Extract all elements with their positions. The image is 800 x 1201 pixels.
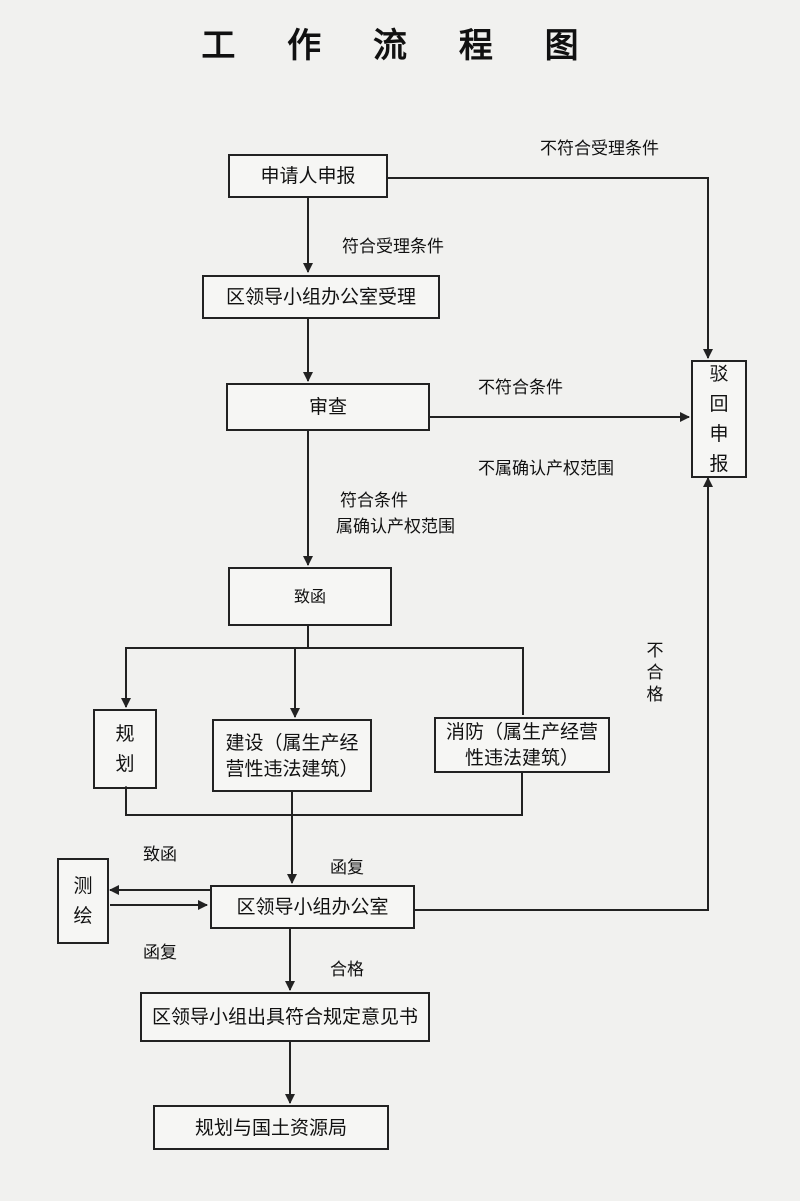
node-review: 审查 — [226, 383, 430, 431]
label-qualified: 合格 — [330, 960, 364, 980]
label-meet: 符合条件 — [340, 491, 408, 511]
label-meet-acceptance: 符合受理条件 — [342, 237, 444, 257]
label-not-meet: 不符合条件 — [478, 378, 563, 398]
node-reject: 驳回申报 — [691, 360, 747, 478]
label-reply-2: 函复 — [143, 943, 177, 963]
node-construction: 建设（属生产经营性违法建筑） — [212, 719, 372, 792]
label-unqualified: 不合格 — [646, 641, 664, 705]
node-office: 区领导小组办公室 — [210, 885, 415, 929]
node-bureau: 规划与国土资源局 — [153, 1105, 389, 1150]
node-planning: 规划 — [93, 709, 157, 789]
branch-bar — [125, 647, 524, 715]
label-reply-1: 函复 — [330, 858, 364, 878]
label-not-scope: 不属确认产权范围 — [478, 459, 614, 479]
label-in-scope: 属确认产权范围 — [336, 517, 455, 537]
arrow-not-meet-acceptance — [386, 177, 713, 359]
node-opinion: 区领导小组出具符合规定意见书 — [140, 992, 430, 1042]
label-letter-to: 致函 — [143, 845, 177, 865]
node-fire: 消防（属生产经营性违法建筑） — [434, 717, 610, 773]
node-survey: 测绘 — [57, 858, 109, 944]
node-letter: 致函 — [228, 567, 392, 626]
node-planning-label: 规划 — [115, 723, 135, 775]
label-not-meet-acceptance: 不符合受理条件 — [540, 139, 659, 159]
node-applicant: 申请人申报 — [228, 154, 388, 198]
node-survey-label: 测绘 — [73, 875, 93, 927]
node-reject-label: 驳回申报 — [709, 363, 729, 475]
diagram-title: 工 作 流 程 图 — [201, 26, 599, 66]
arrow-unqualified — [413, 477, 713, 911]
merge-line — [125, 771, 523, 816]
node-office-accept: 区领导小组办公室受理 — [202, 275, 440, 319]
